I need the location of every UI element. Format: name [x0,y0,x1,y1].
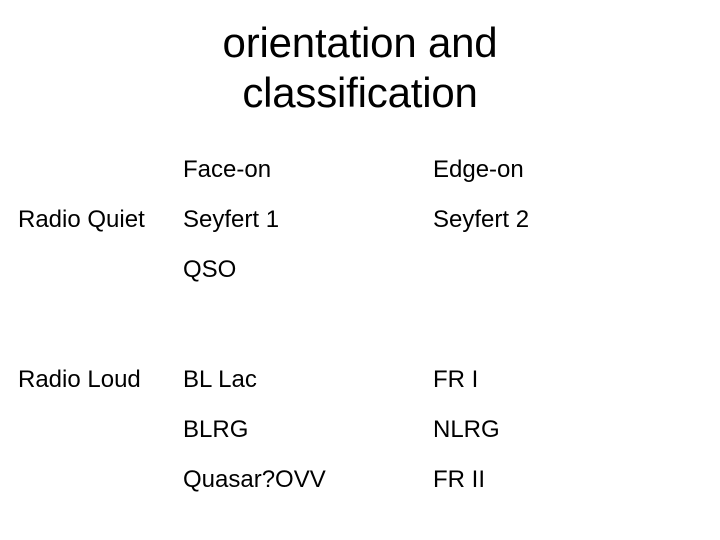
table-row: QSO [0,255,720,305]
page-title-line-1: orientation and [222,19,498,66]
page-title: orientation and classification [0,18,720,118]
table-row: Radio Loud BL Lac FR I [0,365,720,415]
table-cell-row-label: Radio Loud [18,366,141,393]
table-cell-edge-on: Seyfert 2 [433,206,530,233]
table-cell-row-label: Radio Quiet [18,206,145,233]
classification-table: Face-on Edge-on Radio Quiet Seyfert 1 Se… [0,155,720,515]
table-cell-face-on: QSO [183,256,237,283]
page-title-line-2: classification [242,69,478,116]
table-cell-face-on: BLRG [183,416,249,443]
table-row: Quasar?OVV FR II [0,465,720,515]
table-header-row: Face-on Edge-on [0,155,720,205]
table-cell-face-on: Seyfert 1 [183,206,280,233]
table-row-spacer [0,305,720,365]
table-cell-edge-on: NLRG [433,416,500,443]
table-cell-edge-on: FR I [433,366,479,393]
table-row: BLRG NLRG [0,415,720,465]
table-cell-face-on: BL Lac [183,366,257,393]
table-cell-edge-on: FR II [433,466,485,493]
table-row: Radio Quiet Seyfert 1 Seyfert 2 [0,205,720,255]
table-cell-face-on: Quasar?OVV [183,466,326,493]
table-header-cell-edge-on: Edge-on [433,156,524,183]
table-header-cell-face-on: Face-on [183,156,272,183]
